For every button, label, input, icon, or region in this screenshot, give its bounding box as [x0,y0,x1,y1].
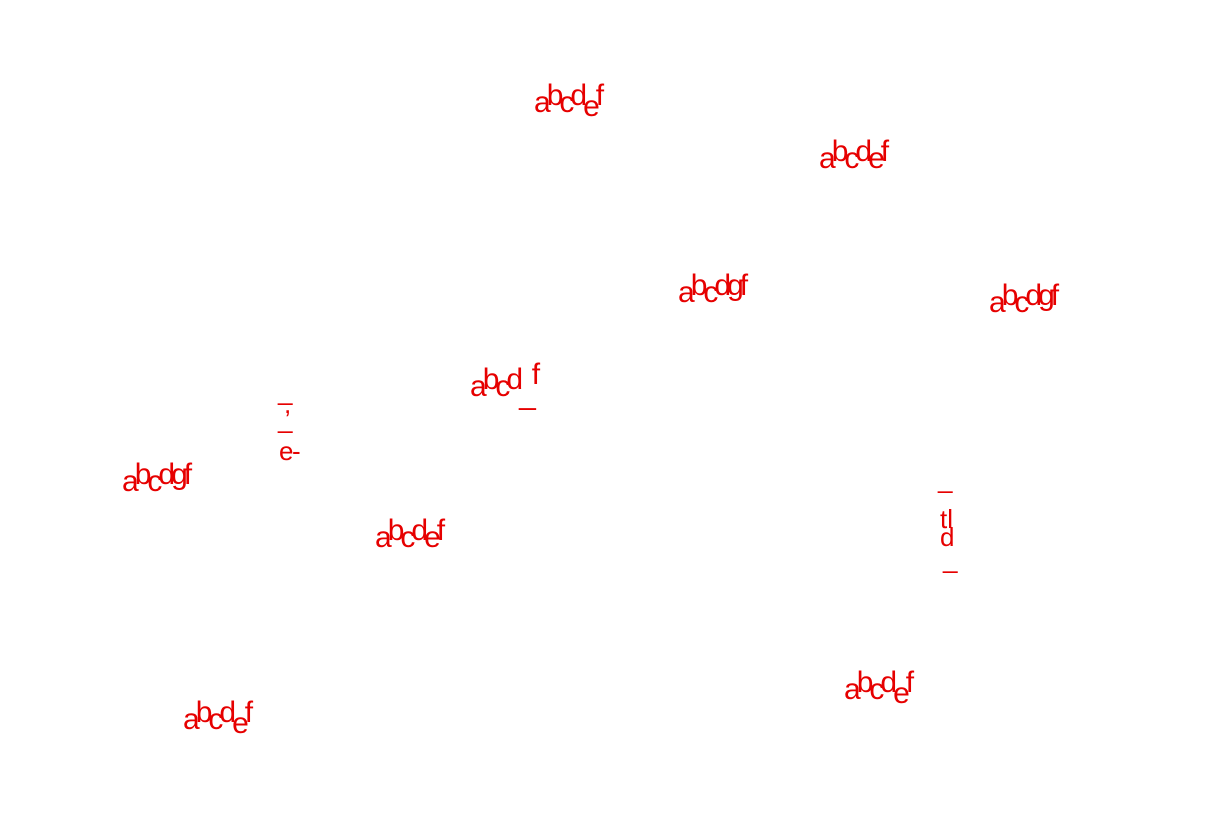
label-char: c [559,86,574,119]
label-char: f [905,666,915,699]
scattered-label: abcdef [375,516,445,554]
scattered-label: abcdef [534,81,604,122]
label-char: f [183,458,193,491]
label-char: a [819,142,836,175]
label-char: b [690,269,708,302]
label-char: d [855,135,872,168]
label-char: c [844,142,859,175]
fragment-part: _ [943,544,958,574]
fragment-part: _ [938,464,953,494]
label-char: c [703,276,718,309]
label-char: b [831,135,849,168]
label-char: f [1050,279,1060,312]
label-char: d [506,363,523,396]
scattered-label: abcd_f [470,360,540,410]
label-char: d [570,79,587,112]
label-char: b [387,514,405,547]
label-char: a [470,370,487,403]
label-char: a [375,521,392,554]
label-char: e [424,521,441,554]
label-char: c [495,370,510,403]
scattered-label: abcdgf [989,281,1059,319]
fragment-part: _ [278,404,293,434]
label-char: f [436,514,446,547]
label-char: c [400,521,415,554]
label-char: f [739,269,749,302]
label-char: e [583,90,600,123]
label-char: a [534,86,551,119]
label-char: a [678,276,695,309]
label-char: e [893,677,910,710]
label-char: d [880,666,897,699]
label-char: f [880,135,890,168]
label-char: c [208,703,223,736]
fragment-part: - [292,436,301,466]
label-char: d [219,696,236,729]
label-char: b [195,696,213,729]
label-char: g [1038,279,1055,312]
label-char: a [989,286,1006,319]
label-char: f [531,358,541,391]
scattered-label: abcdef [819,137,889,175]
fragment-part: e [279,436,294,466]
label-char: f [244,696,254,729]
scattered-label: abcdgf [122,460,192,498]
label-char: e [868,142,885,175]
label-char: c [869,673,884,706]
label-char: b [482,363,500,396]
fragment-part: _ [278,376,293,406]
label-char: _ [519,378,536,411]
scattered-label: abcdgf [678,271,748,309]
label-char: c [147,465,162,498]
fragment-part: , [284,389,292,419]
label-char: d [1025,279,1042,312]
label-char: d [714,269,731,302]
label-char: a [844,673,861,706]
label-char: f [595,79,605,112]
scattered-label: abcdef [844,668,914,709]
label-char: a [122,465,139,498]
fragment-part: d [940,522,955,552]
label-char: c [1014,286,1029,319]
label-char: d [411,514,428,547]
label-char: b [546,79,564,112]
label-char: g [171,458,188,491]
label-char: g [727,269,744,302]
scattered-label: abcdef [183,698,253,739]
label-char: b [134,458,152,491]
fragment-part: tl [940,504,953,534]
label-char: e [232,707,249,740]
label-char: b [1001,279,1019,312]
label-char: d [158,458,175,491]
label-char: a [183,703,200,736]
label-char: b [856,666,874,699]
